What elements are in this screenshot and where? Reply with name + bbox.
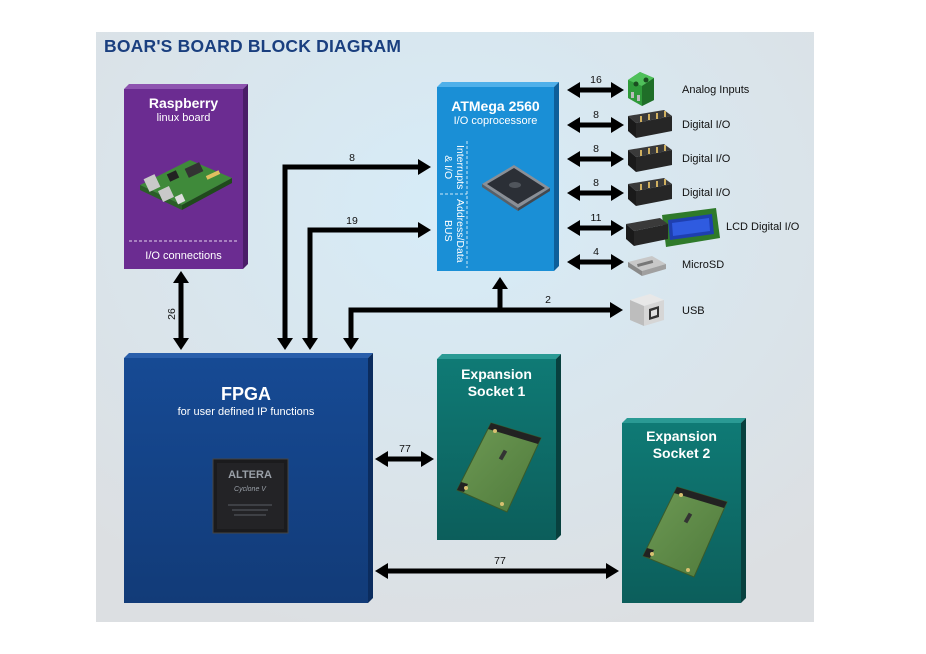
periph-digital-2-label: Digital I/O [682, 153, 731, 165]
atmega-chip-icon [482, 165, 550, 211]
arrow-atmega-microsd [567, 254, 624, 270]
expansion-pcb-icon-2 [642, 486, 728, 578]
periph-microsd-bits: 4 [593, 246, 599, 258]
pin-header-icon-3 [628, 178, 672, 206]
pin-header-icon-1 [628, 110, 672, 138]
raspberry-title: Raspberry [148, 95, 219, 111]
expansion-socket-2-block [622, 418, 746, 603]
periph-microsd-label: MicroSD [682, 259, 725, 271]
expansion-2-line1: Expansion [646, 428, 717, 444]
link-exp2-width: 77 [494, 555, 506, 567]
link-exp1-width: 77 [399, 443, 411, 455]
raspberry-subtitle: linux board [156, 112, 211, 124]
periph-usb-label: USB [682, 305, 705, 317]
atmega-interrupts-label: Interrupts& I/O [442, 145, 466, 189]
atmega-block [437, 82, 559, 271]
fpga-title: FPGA [220, 384, 271, 404]
expansion-socket-1-block [437, 354, 561, 540]
atmega-subtitle: I/O coprocessore [453, 115, 538, 127]
arrow-fpga-expansion-2 [375, 563, 619, 579]
diagram-title: BOAR'S BOARD BLOCK DIAGRAM [104, 36, 402, 56]
link-bus-width: 19 [346, 215, 358, 227]
arrow-atmega-analog [567, 82, 624, 98]
expansion-2-line2: Socket 2 [652, 445, 711, 461]
raspberry-pi-board-icon [140, 160, 232, 210]
arrow-fpga-atmega-bus [302, 222, 431, 350]
periph-digital-1-label: Digital I/O [682, 119, 731, 131]
periph-digital-3-bits: 8 [593, 177, 599, 189]
periph-lcd-label: LCD Digital I/O [726, 221, 800, 233]
fpga-subtitle: for user defined IP functions [177, 406, 315, 418]
expansion-1-line1: Expansion [461, 366, 532, 382]
arrow-usb [343, 277, 623, 350]
arrow-fpga-expansion-1 [375, 451, 434, 467]
periph-lcd-bits: 11 [590, 212, 602, 224]
arrow-raspberry-fpga [173, 271, 189, 350]
microsd-slot-icon [628, 256, 666, 276]
periph-analog-bits: 16 [590, 74, 602, 86]
periph-digital-1-bits: 8 [593, 109, 599, 121]
expansion-1-line2: Socket 1 [467, 383, 526, 399]
periph-digital-2-bits: 8 [593, 143, 599, 155]
pin-header-icon-2 [628, 144, 672, 172]
atmega-interrupts-line2: & I/O [442, 155, 454, 180]
periph-usb-bits: 2 [545, 294, 551, 306]
link-irq-width: 8 [349, 152, 355, 164]
periph-digital-3-label: Digital I/O [682, 187, 731, 199]
arrow-fpga-atmega-interrupts [277, 159, 431, 350]
raspberry-block [124, 84, 248, 269]
raspberry-footer: I/O connections [145, 250, 222, 262]
chip-model-text: Cyclone V [234, 486, 267, 493]
atmega-bus-line2: BUS [442, 220, 454, 242]
expansion-pcb-icon-1 [456, 422, 542, 513]
usb-b-connector-icon [630, 294, 664, 326]
arrow-atmega-digital-3 [567, 185, 624, 201]
arrow-atmega-digital-2 [567, 151, 624, 167]
altera-cyclone-chip-icon: ALTERA Cyclone V [212, 458, 289, 534]
link-rasp-fpga-width: 26 [166, 308, 178, 320]
green-terminal-connector-icon [628, 72, 654, 106]
chip-brand-text: ALTERA [228, 469, 272, 481]
connection-arrows [173, 82, 624, 579]
atmega-interrupts-line1: Interrupts [454, 145, 466, 190]
arrow-atmega-digital-1 [567, 117, 624, 133]
arrow-atmega-lcd [567, 220, 624, 236]
atmega-bus-line1: Address/Data [454, 199, 466, 263]
fpga-block: ALTERA Cyclone V [124, 353, 373, 603]
lcd-display-icon [626, 208, 720, 247]
periph-analog-label: Analog Inputs [682, 84, 750, 96]
atmega-title: ATMega 2560 [451, 98, 540, 114]
